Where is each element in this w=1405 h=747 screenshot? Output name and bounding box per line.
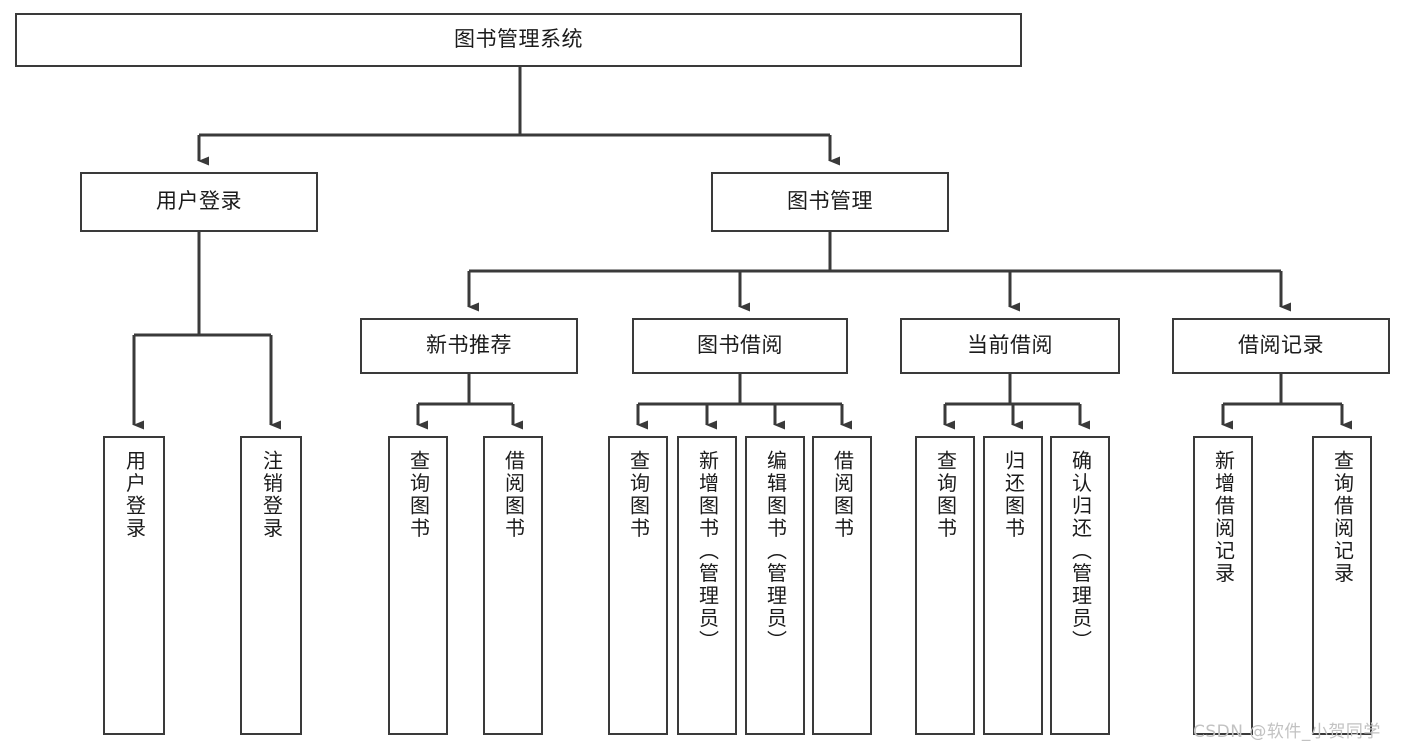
node-user-login[interactable]: 用户登录 <box>80 172 318 232</box>
node-user-login-label: 用户登录 <box>156 189 242 214</box>
node-root-label: 图书管理系统 <box>454 27 583 52</box>
node-leaf-borrow-book-recommend-label: 借阅图书 <box>501 450 526 540</box>
connector-group <box>132 67 1352 430</box>
node-leaf-add-borrow-record[interactable]: 新增借阅记录 <box>1193 436 1253 735</box>
node-leaf-user-login[interactable]: 用户登录 <box>103 436 165 735</box>
node-leaf-query-book-current-label: 查询图书 <box>933 450 958 540</box>
node-borrow-records[interactable]: 借阅记录 <box>1172 318 1390 374</box>
node-leaf-query-borrow-record-label: 查询借阅记录 <box>1330 450 1355 585</box>
node-leaf-query-book-current[interactable]: 查询图书 <box>915 436 975 735</box>
node-root[interactable]: 图书管理系统 <box>15 13 1022 67</box>
node-book-borrow[interactable]: 图书借阅 <box>632 318 848 374</box>
node-leaf-query-book-borrow[interactable]: 查询图书 <box>608 436 668 735</box>
node-borrow-records-label: 借阅记录 <box>1238 333 1324 358</box>
node-leaf-add-book-admin-label: 新增图书（管理员） <box>695 450 720 653</box>
node-leaf-borrow-book[interactable]: 借阅图书 <box>812 436 872 735</box>
node-leaf-user-logout-label: 注销登录 <box>259 450 284 540</box>
node-leaf-query-borrow-record[interactable]: 查询借阅记录 <box>1312 436 1372 735</box>
node-book-management-label: 图书管理 <box>787 189 873 214</box>
node-leaf-user-login-label: 用户登录 <box>122 450 147 540</box>
node-leaf-borrow-book-label: 借阅图书 <box>830 450 855 540</box>
node-leaf-borrow-book-recommend[interactable]: 借阅图书 <box>483 436 543 735</box>
node-book-borrow-label: 图书借阅 <box>697 333 783 358</box>
node-leaf-user-logout[interactable]: 注销登录 <box>240 436 302 735</box>
node-leaf-query-book-recommend-label: 查询图书 <box>406 450 431 540</box>
node-leaf-add-book-admin[interactable]: 新增图书（管理员） <box>677 436 737 735</box>
node-leaf-return-book-label: 归还图书 <box>1001 450 1026 540</box>
node-current-borrow-label: 当前借阅 <box>967 333 1053 358</box>
node-current-borrow[interactable]: 当前借阅 <box>900 318 1120 374</box>
node-leaf-query-book-borrow-label: 查询图书 <box>626 450 651 540</box>
node-leaf-return-book[interactable]: 归还图书 <box>983 436 1043 735</box>
node-leaf-add-borrow-record-label: 新增借阅记录 <box>1211 450 1236 585</box>
node-leaf-edit-book-admin-label: 编辑图书（管理员） <box>763 450 788 653</box>
node-leaf-confirm-return-admin[interactable]: 确认归还（管理员） <box>1050 436 1110 735</box>
node-new-book-recommend[interactable]: 新书推荐 <box>360 318 578 374</box>
node-leaf-edit-book-admin[interactable]: 编辑图书（管理员） <box>745 436 805 735</box>
node-leaf-query-book-recommend[interactable]: 查询图书 <box>388 436 448 735</box>
node-book-management[interactable]: 图书管理 <box>711 172 949 232</box>
node-new-book-recommend-label: 新书推荐 <box>426 333 512 358</box>
node-leaf-confirm-return-admin-label: 确认归还（管理员） <box>1068 450 1093 653</box>
